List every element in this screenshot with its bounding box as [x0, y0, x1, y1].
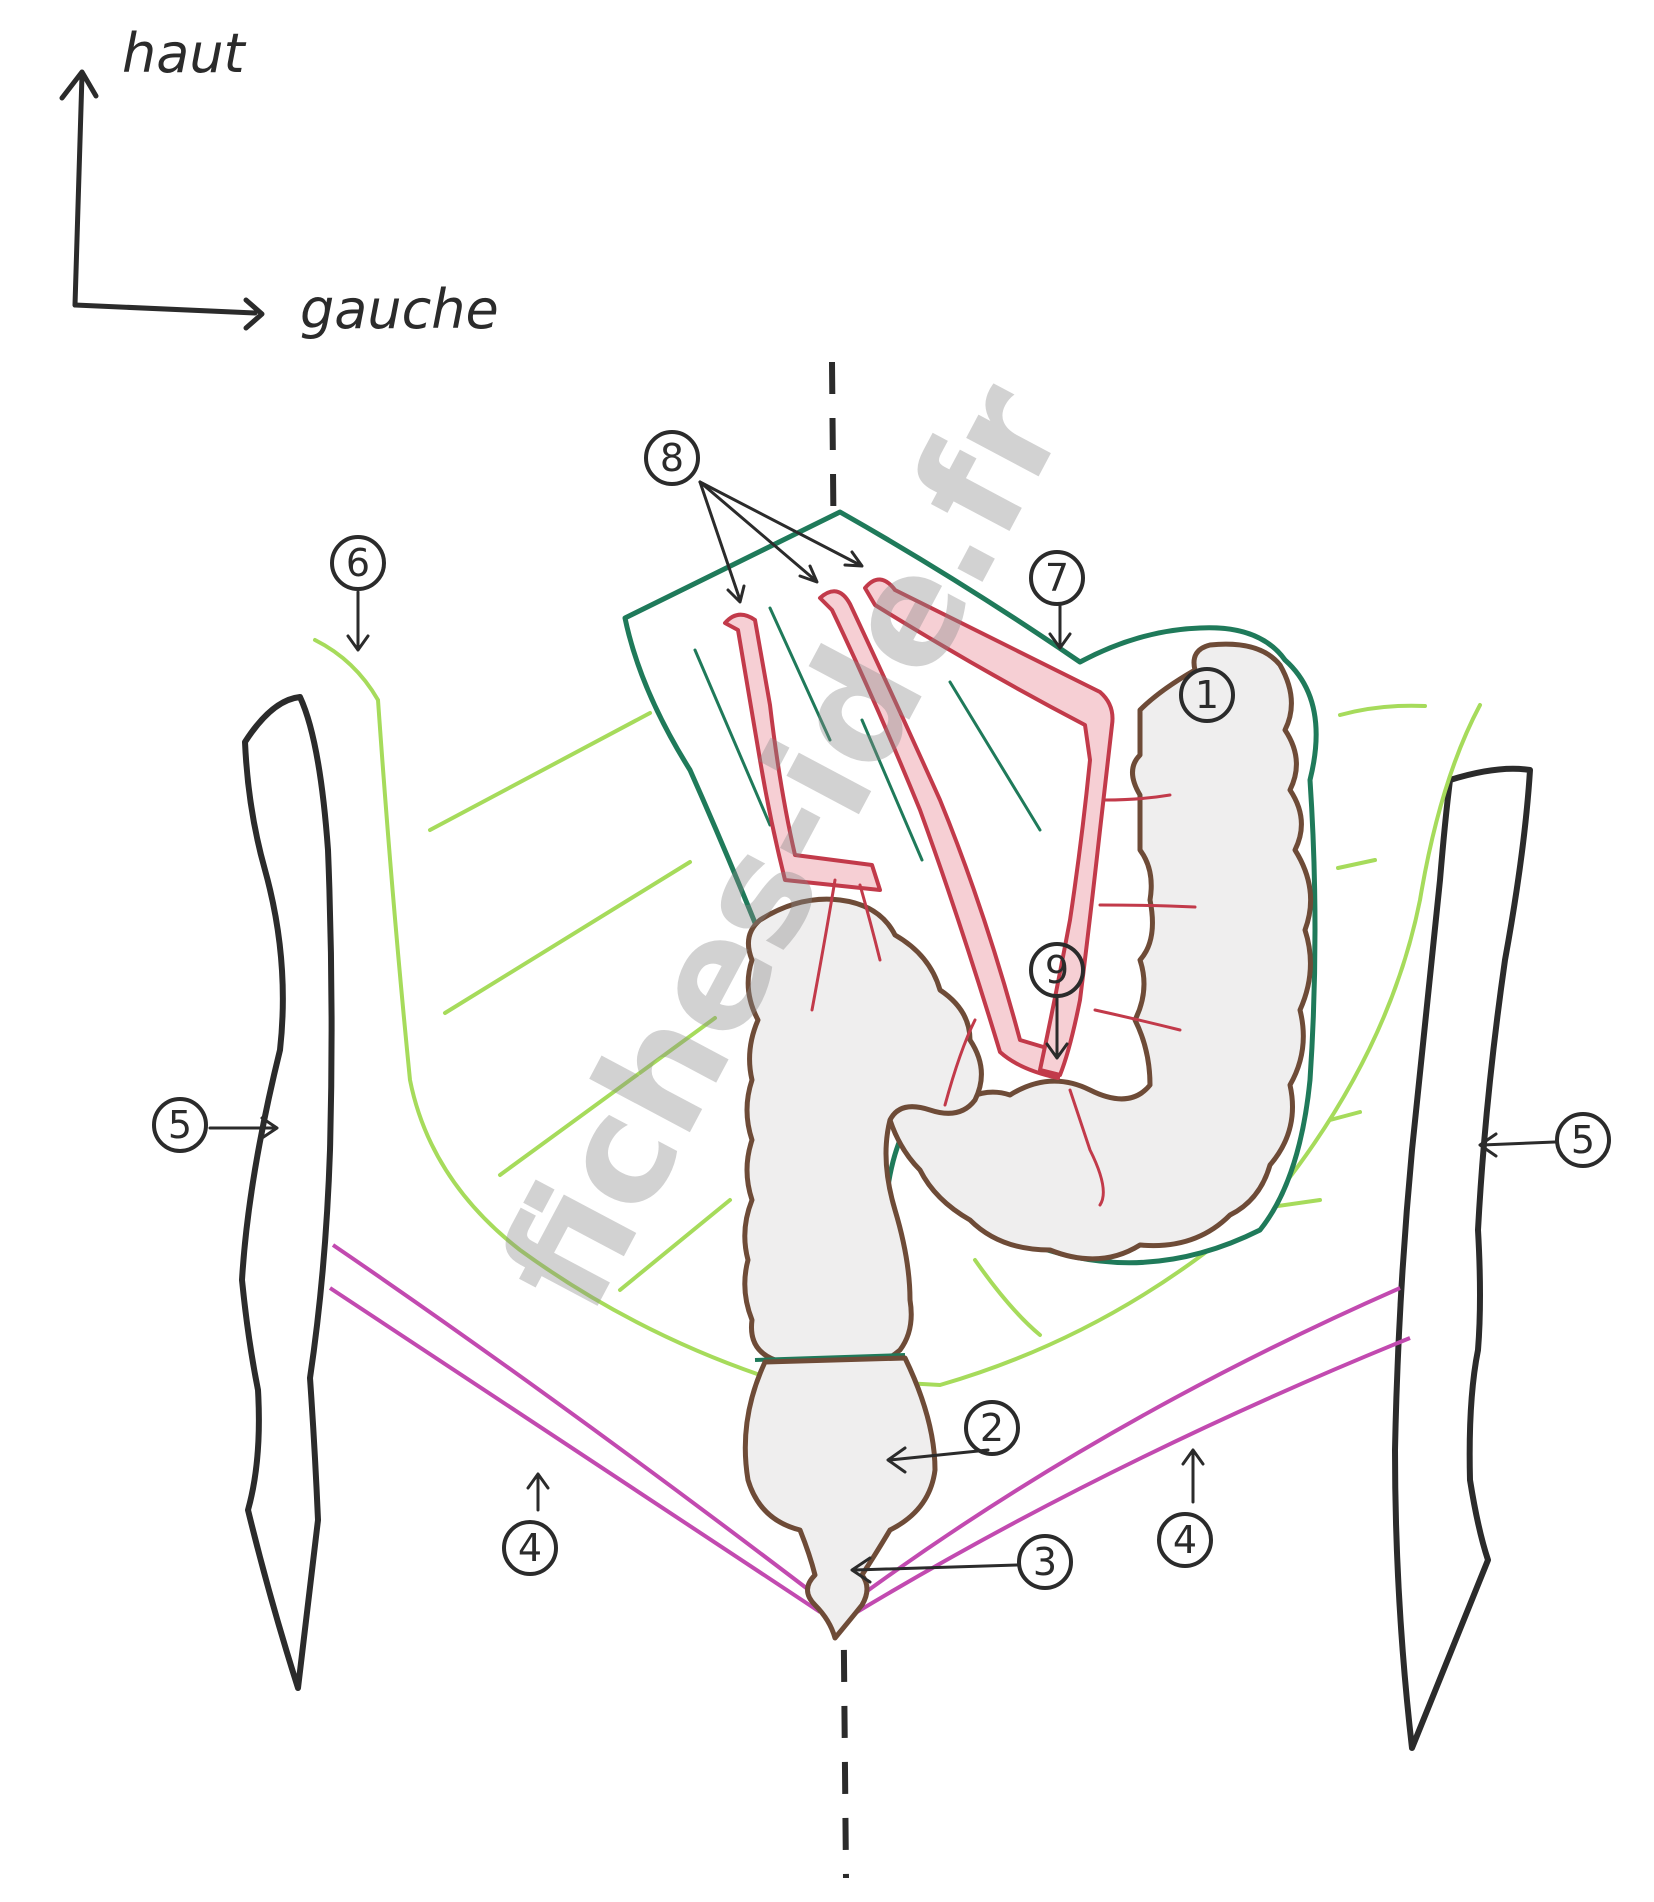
label-6-circle	[330, 535, 386, 591]
left-label: gauche	[300, 278, 499, 341]
sigmoid-arteries	[723, 577, 1115, 1080]
orientation-axes	[59, 69, 265, 331]
label-7-circle	[1029, 550, 1085, 606]
rectosigmoid-loop	[742, 896, 984, 1374]
label-3-circle	[1017, 1534, 1073, 1590]
iliac-lines	[328, 1243, 1411, 1614]
label-4-right-circle	[1157, 1512, 1213, 1568]
label-3: 3	[1033, 1540, 1057, 1584]
leader-arrows	[208, 480, 1557, 1584]
artery-1	[723, 612, 882, 892]
label-2-circle	[964, 1400, 1020, 1456]
up-label: haut	[122, 22, 247, 85]
label-9-circle	[1029, 942, 1085, 998]
artery-3	[863, 577, 1115, 1077]
label-9: 9	[1045, 948, 1069, 992]
label-1-circle	[1179, 667, 1235, 723]
left-iliac-bone	[239, 694, 335, 1691]
label-6: 6	[346, 541, 370, 585]
sigmoid-colon	[883, 641, 1314, 1262]
artery-2	[818, 589, 1062, 1080]
label-4-right: 4	[1173, 1518, 1197, 1562]
label-5-right-circle	[1555, 1112, 1611, 1168]
up-arrow	[59, 69, 99, 308]
label-5-left: 5	[168, 1103, 192, 1147]
left-arrow	[72, 297, 265, 331]
label-7: 7	[1045, 556, 1069, 600]
parietal-peritoneum	[313, 638, 1482, 1388]
label-4-left: 4	[518, 1526, 542, 1570]
rectum	[742, 1355, 938, 1641]
right-iliac-bone	[1392, 765, 1533, 1751]
label-1: 1	[1195, 673, 1219, 717]
label-2: 2	[980, 1406, 1004, 1450]
label-4-left-circle	[502, 1520, 558, 1576]
label-5-left-circle	[152, 1097, 208, 1153]
label-8: 8	[660, 436, 684, 480]
label-5-right: 5	[1571, 1118, 1595, 1162]
arterial-branches	[810, 793, 1197, 1207]
number-labels	[152, 430, 1611, 1590]
label-8-circle	[644, 430, 700, 486]
